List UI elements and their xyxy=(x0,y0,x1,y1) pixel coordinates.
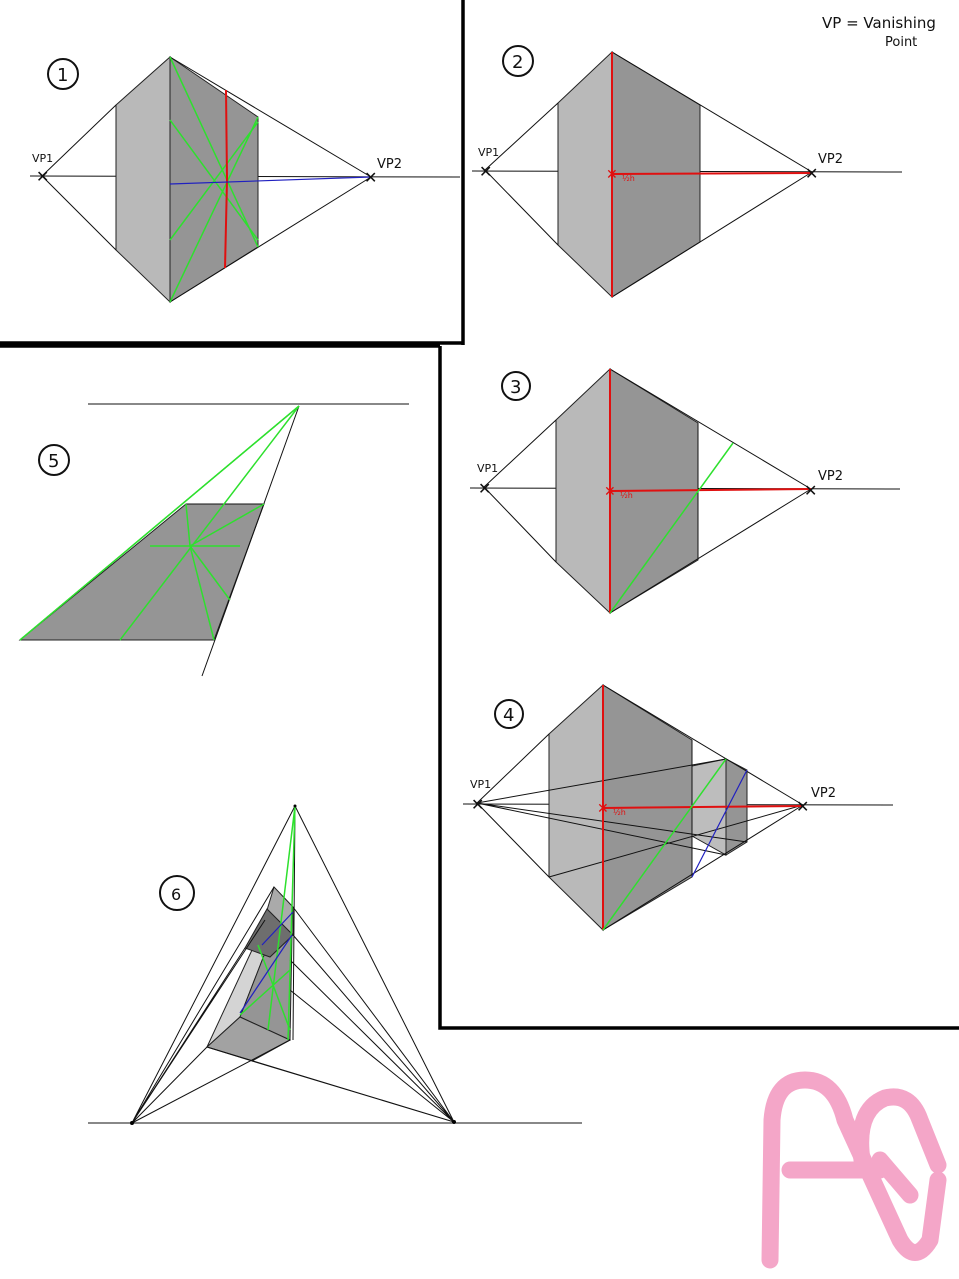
half-height-label: ½h xyxy=(622,174,635,183)
panel-3: 3 ✕ ½h VP1 VP2 ✕ ✕ xyxy=(469,367,901,615)
legend-note: VP = Vanishing Point xyxy=(822,14,936,50)
svg-text:✕: ✕ xyxy=(606,167,618,183)
svg-text:✕: ✕ xyxy=(479,162,492,181)
step-number: 1 xyxy=(57,65,68,86)
step-number: 6 xyxy=(171,885,181,904)
panel-4: 4 ✕ ½h VP1 VP2 ✕ ✕ xyxy=(462,683,894,932)
svg-text:✕: ✕ xyxy=(796,797,809,816)
svg-text:✕: ✕ xyxy=(804,481,817,500)
svg-text:✕: ✕ xyxy=(604,484,616,500)
panel-6: 6 xyxy=(88,804,582,1125)
legend-line-2: Point xyxy=(885,35,917,50)
vp2-label: VP2 xyxy=(818,469,843,484)
pink-monogram-logo xyxy=(761,1071,947,1269)
vp1-label: VP1 xyxy=(470,778,491,791)
vp2-label: VP2 xyxy=(818,152,843,167)
vp2-label: VP2 xyxy=(811,786,836,801)
svg-text:✕: ✕ xyxy=(478,479,491,498)
vp2-marker: ✕ xyxy=(364,168,377,187)
step-number: 5 xyxy=(48,451,59,472)
vp1-label: VP1 xyxy=(477,462,498,475)
panel-1: 1 VP1 VP2 ✕ ✕ xyxy=(29,55,461,304)
step-number: 2 xyxy=(512,52,523,73)
vp1-label: VP1 xyxy=(32,152,53,165)
step-number: 3 xyxy=(510,377,521,398)
step-number: 4 xyxy=(503,705,514,726)
svg-text:✕: ✕ xyxy=(471,795,484,814)
svg-text:✕: ✕ xyxy=(597,801,609,817)
vp2-label: VP2 xyxy=(377,157,402,172)
legend-line-1: VP = Vanishing xyxy=(822,14,936,32)
half-height-label: ½h xyxy=(620,491,633,500)
step-circle xyxy=(47,58,79,90)
half-height-label: ½h xyxy=(613,808,626,817)
panel-5: 5 xyxy=(18,403,409,677)
svg-text:✕: ✕ xyxy=(805,164,818,183)
panel-borders xyxy=(0,0,959,1030)
vp1-label: VP1 xyxy=(478,146,499,159)
panel-2: 2 ✕ ½h VP1 VP2 ✕ ✕ xyxy=(471,45,903,299)
vp1-marker: ✕ xyxy=(36,167,49,186)
